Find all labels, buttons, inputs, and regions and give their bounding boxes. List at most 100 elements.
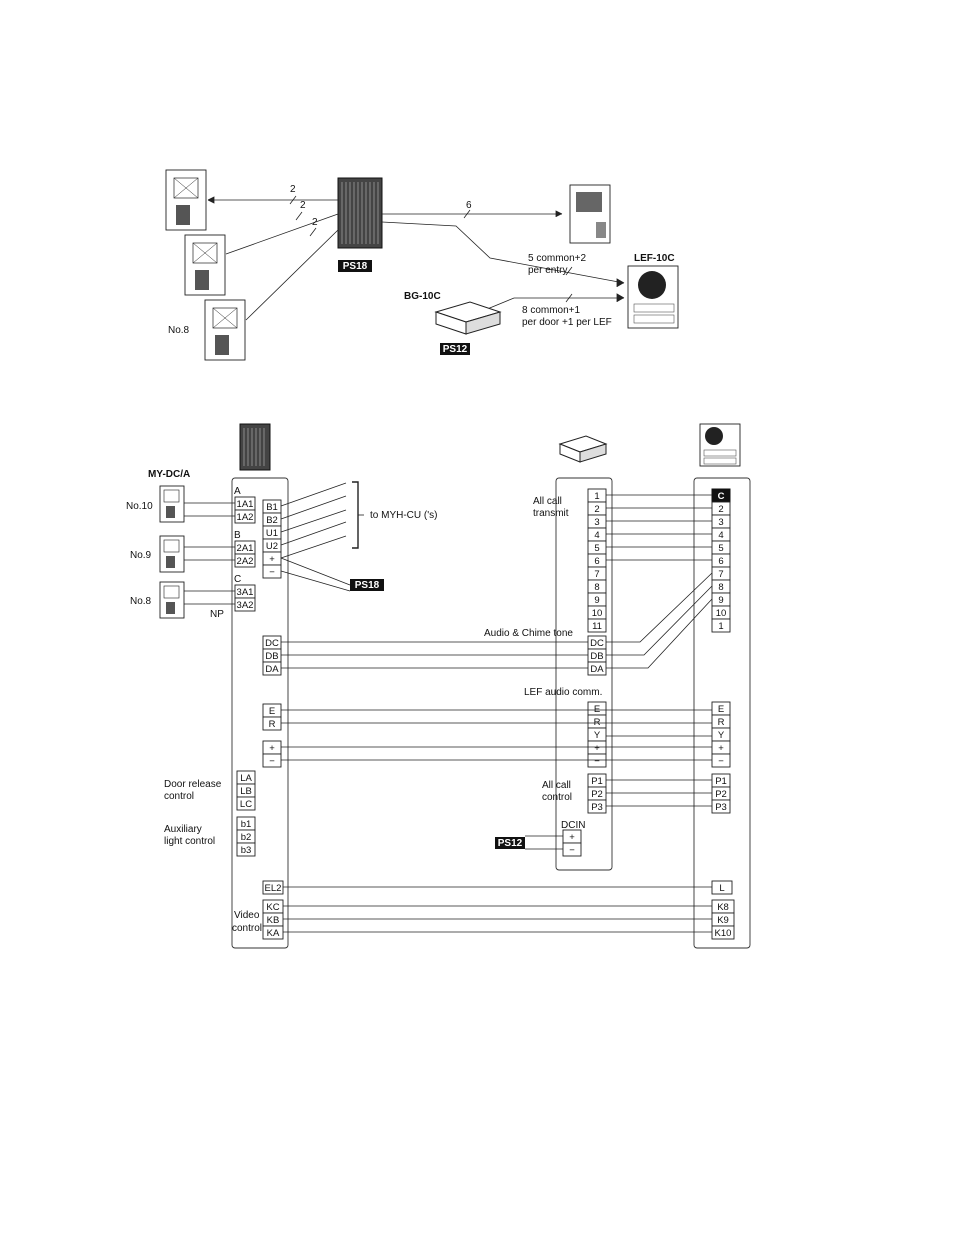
term-2a1: 2A1: [237, 543, 254, 554]
door-release-label-2: control: [164, 791, 194, 802]
left-pm-terminals: + −: [262, 740, 282, 768]
term-right-3: 3: [718, 517, 723, 528]
overview-wires: [207, 196, 625, 321]
term-b1: B1: [266, 502, 278, 513]
dcin-terminals: + −: [562, 829, 582, 857]
aux-light-label-2: light control: [164, 836, 215, 847]
term-u2: U2: [266, 541, 278, 552]
term-left-r: R: [269, 719, 276, 730]
all-call-transmit-2: transmit: [533, 508, 569, 519]
note-entry-1: 5 common+2: [528, 253, 587, 264]
term-right-y: Y: [718, 730, 725, 741]
term-mid-7: 7: [594, 569, 599, 580]
bg-label-top: BG-10C: [404, 291, 441, 302]
term-right-l: L: [719, 883, 724, 894]
term-left-e: E: [269, 706, 275, 717]
term-mid-11: 11: [592, 621, 602, 632]
el2-terminal: EL2: [262, 880, 284, 895]
station-label-no9: No.9: [130, 550, 152, 561]
right-l-terminal: L: [711, 880, 733, 895]
audio-chime-label: Audio & Chime tone: [484, 628, 573, 639]
wire-count-ticks: [289, 195, 573, 303]
term-mid-da: DA: [590, 664, 604, 675]
term-b3-aux: b3: [241, 845, 252, 856]
term-right-k8: K8: [717, 902, 729, 913]
wire-count-1: 2: [290, 184, 296, 195]
video-terminals: KC KB KA: [262, 899, 284, 940]
term-b2: B2: [266, 515, 278, 526]
term-b1-aux: b1: [241, 819, 252, 830]
door-release-terminals: LA LB LC: [236, 770, 256, 811]
term-mid-p1: P1: [591, 776, 603, 787]
term-left-minus: −: [269, 756, 275, 767]
term-kb: KB: [267, 915, 280, 926]
dcin-wires: [525, 835, 563, 850]
station-icon-no9: [159, 535, 185, 573]
terminal-wiring-diagram: MY-DC/A No.10 No.9 No.8 A B C NP 1A1 1A2: [126, 423, 751, 949]
term-lb: LB: [240, 786, 252, 797]
ps18-label-bottom: PS18: [355, 580, 380, 591]
term-la: LA: [240, 773, 252, 784]
term-u1: U1: [266, 528, 278, 539]
all-call-transmit-1: All call: [533, 496, 562, 507]
term-lc: LC: [240, 799, 252, 810]
mid-p-terminals: P1 P2 P3: [587, 773, 607, 814]
station-label-no8: No.8: [168, 325, 190, 336]
station-icon-no10: [159, 485, 185, 523]
right-e-terminals: E R Y + −: [711, 701, 731, 768]
mid-number-terminals: 1 2 3 4 5 6 7 8 9 10 11: [587, 488, 607, 633]
np-label: NP: [210, 609, 224, 620]
overview-diagram: No.8 PS18: [165, 169, 679, 361]
term-right-8: 8: [718, 582, 723, 593]
term-mid-p3: P3: [591, 802, 603, 813]
term-right-p3: P3: [715, 802, 727, 813]
mid-d-terminals: DC DB DA: [587, 635, 607, 676]
ps18-label-top: PS18: [343, 261, 368, 272]
term-mid-8: 8: [594, 582, 599, 593]
bg-10c-unit-top: [434, 301, 502, 335]
term-mid-3: 3: [594, 517, 599, 528]
door-station-1: [165, 169, 207, 231]
term-mid-y: Y: [594, 730, 601, 741]
group-label-c: C: [234, 574, 241, 585]
term-mid-5: 5: [594, 543, 599, 554]
lef-10c-icon-bottom: [699, 423, 741, 467]
station-terminals: 1A1 1A2 2A1 2A2 3A1 3A2: [234, 496, 256, 612]
term-mid-9: 9: [594, 595, 599, 606]
left-d-terminals: DC DB DA: [262, 635, 282, 676]
aux-light-terminals: b1 b2 b3: [236, 816, 256, 857]
term-kc: KC: [266, 902, 279, 913]
term-right-1: 1: [718, 621, 723, 632]
lef-label-top: LEF-10C: [634, 253, 675, 264]
wire-count-2: 2: [300, 200, 306, 211]
door-station-3: [204, 299, 246, 361]
left-er-terminals: E R: [262, 703, 282, 731]
mid-e-terminals: E R Y + −: [587, 701, 607, 768]
video-control-label-2: control: [232, 923, 262, 934]
lef-audio-label: LEF audio comm.: [524, 687, 602, 698]
term-mid-6: 6: [594, 556, 599, 567]
video-control-label-1: Video: [234, 910, 260, 921]
lef-10c-unit-top: [627, 265, 679, 329]
ps12-label-top: PS12: [443, 344, 468, 355]
dcin-label: DCIN: [561, 820, 585, 831]
all-call-control-1: All call: [542, 780, 571, 791]
door-station-2: [184, 234, 226, 296]
wire-count-4: 6: [466, 200, 472, 211]
ps12-label-bottom: PS12: [498, 838, 523, 849]
my-dca-label: MY-DC/A: [148, 469, 190, 480]
group-label-b: B: [234, 530, 241, 541]
term-right-7: 7: [718, 569, 723, 580]
right-p-terminals: P1 P2 P3: [711, 773, 731, 814]
term-dcin-minus: −: [569, 845, 575, 856]
term-mid-db: DB: [590, 651, 603, 662]
bg-10c-terminal-panel: [555, 477, 613, 871]
term-right-plus: +: [718, 743, 724, 754]
term-dcin-plus: +: [569, 832, 575, 843]
note-door-2: per door +1 per LEF: [522, 317, 612, 328]
cu-wires: [280, 481, 364, 592]
term-left-db: DB: [265, 651, 278, 662]
bg-10c-icon-bottom: [558, 435, 608, 463]
connection-wires: [281, 494, 713, 933]
